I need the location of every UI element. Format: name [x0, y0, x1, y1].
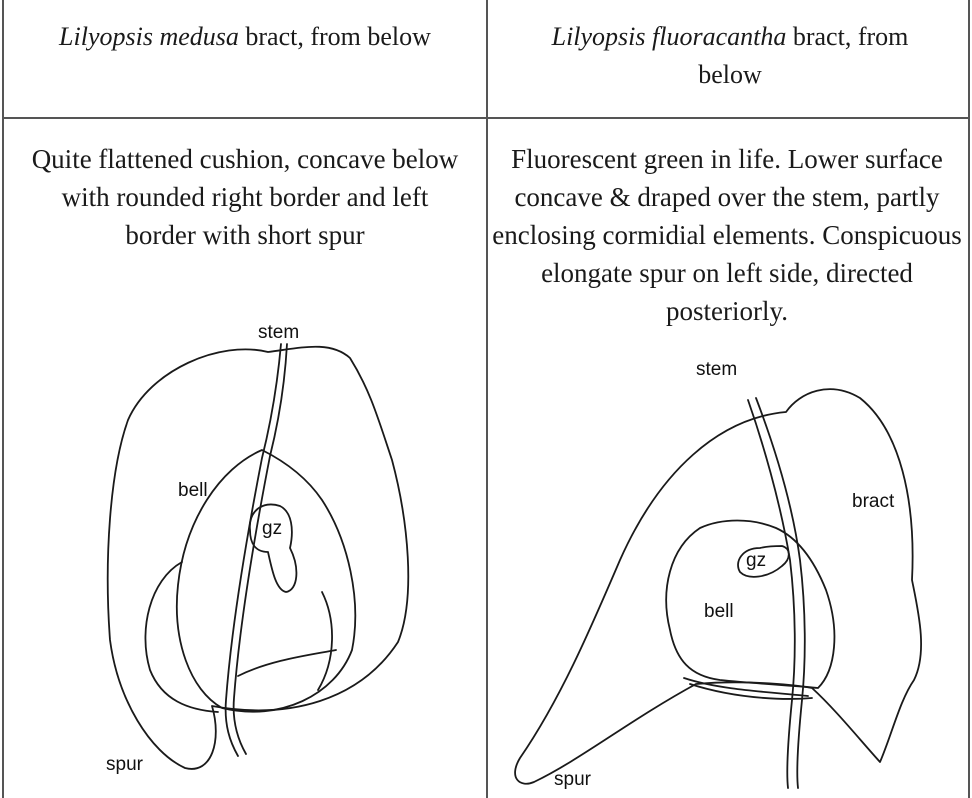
medusa-inner-line [238, 650, 336, 676]
fluoracantha-bract-outline [515, 389, 921, 784]
medusa-label-gz: gz [262, 518, 282, 539]
medusa-label-spur: spur [106, 754, 144, 775]
medusa-label-stem: stem [258, 322, 299, 343]
fluoracantha-stem-left [748, 400, 795, 788]
medusa-inner-ring-right [318, 592, 332, 690]
medusa-bract-drawing: stem bell gz spur [0, 0, 486, 798]
table-right-border [968, 0, 970, 798]
fluoracantha-bell-outline [666, 521, 834, 689]
medusa-inner-ring [145, 562, 218, 712]
fluoracantha-bract-drawing: stem bract gz bell spur [488, 0, 968, 798]
fluoracantha-label-gz: gz [746, 550, 766, 571]
fluoracantha-label-spur: spur [554, 769, 592, 790]
fluoracantha-stem-right [756, 398, 805, 788]
fluoracantha-label-stem: stem [696, 359, 737, 380]
medusa-bract-outline [108, 347, 409, 769]
fluoracantha-label-bell: bell [704, 601, 734, 622]
medusa-stem-right [234, 344, 287, 754]
medusa-label-bell: bell [178, 480, 208, 501]
fluoracantha-label-bract: bract [852, 491, 895, 512]
